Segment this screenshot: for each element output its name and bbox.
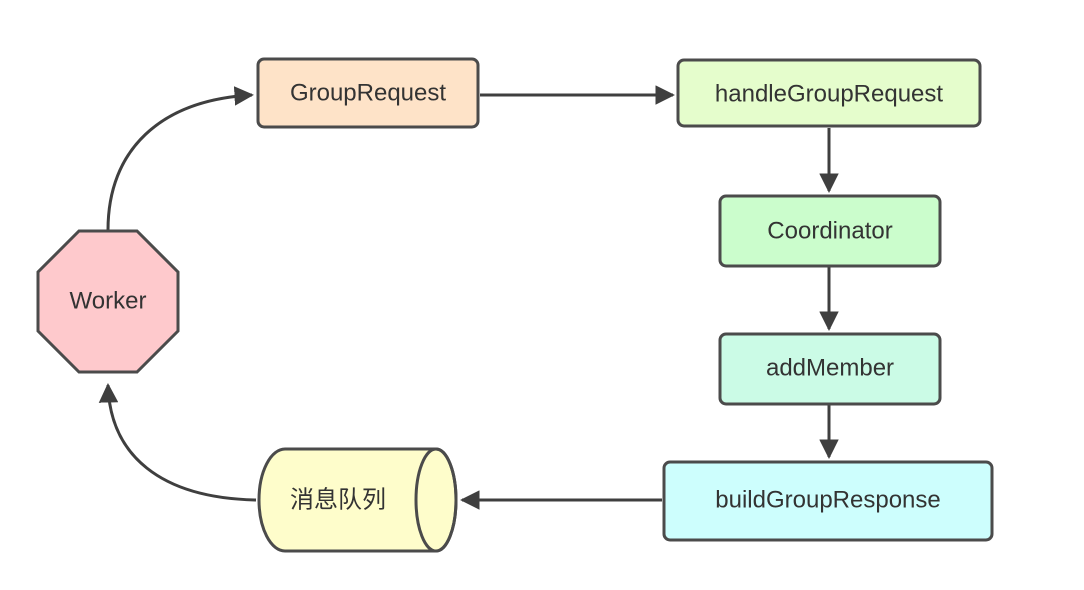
add-member-node: addMember bbox=[718, 332, 942, 406]
group-request-label: GroupRequest bbox=[290, 79, 446, 106]
edge-queue-to-worker bbox=[98, 383, 257, 502]
build-group-response-label: buildGroupResponse bbox=[715, 486, 940, 513]
worker-label: Worker bbox=[70, 287, 147, 314]
coordinator-node: Coordinator bbox=[718, 194, 942, 268]
handle-group-request-label: handleGroupRequest bbox=[715, 80, 943, 107]
worker-node: Worker bbox=[36, 229, 180, 374]
message-queue-label: 消息队列 bbox=[290, 486, 386, 513]
handle-group-request-node: handleGroupRequest bbox=[676, 58, 982, 128]
queue-cylinder-cap bbox=[414, 447, 458, 553]
group-request-node: GroupRequest bbox=[256, 57, 480, 129]
message-queue-node: 消息队列 bbox=[257, 447, 458, 553]
edge-worker-to-group-request bbox=[106, 86, 254, 231]
coordinator-label: Coordinator bbox=[767, 217, 892, 244]
add-member-label: addMember bbox=[766, 354, 894, 381]
build-group-response-node: buildGroupResponse bbox=[662, 460, 994, 542]
